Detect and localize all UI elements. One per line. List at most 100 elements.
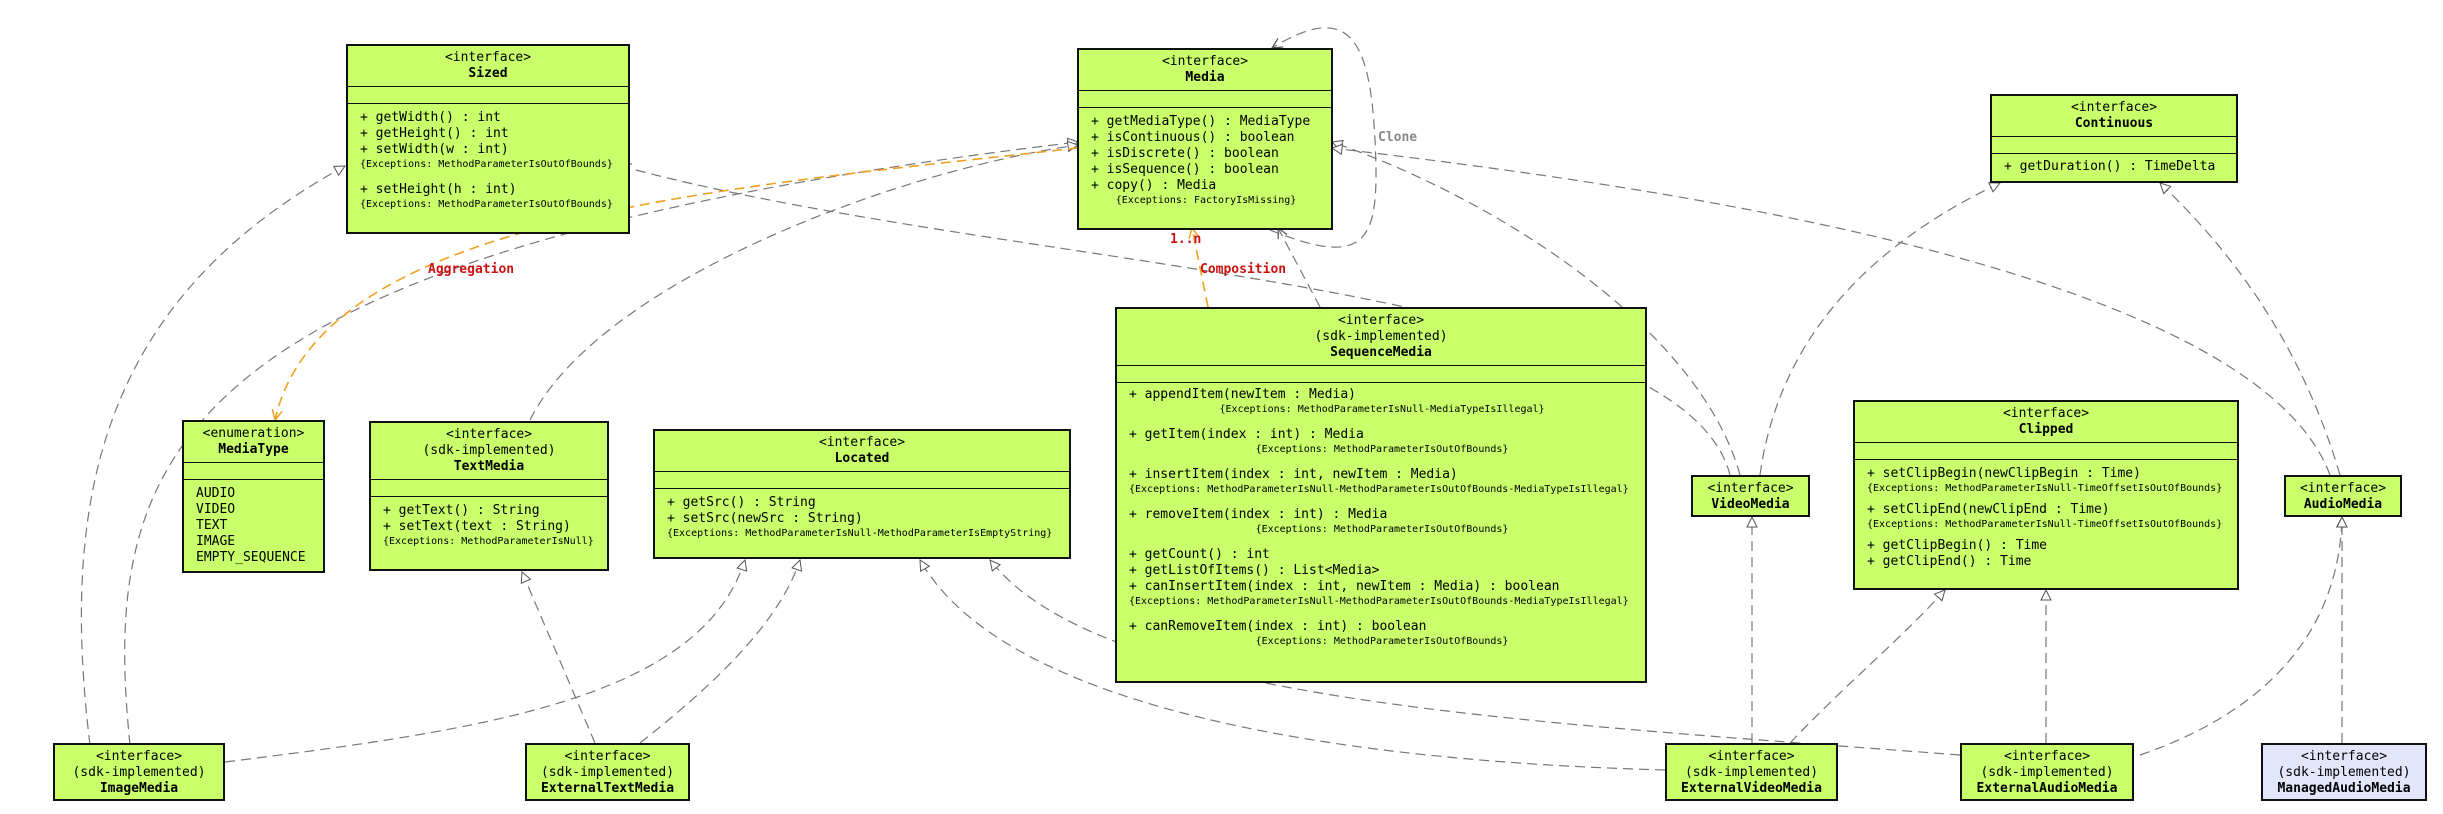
exceptions: {Exceptions: FactoryIsMissing} — [1115, 195, 1297, 206]
stereotype: <interface> — [1337, 313, 1425, 328]
class-imagemedia[interactable]: <interface> (sdk-implemented) ImageMedia — [53, 743, 225, 801]
method: + setClipEnd(newClipEnd : Time) — [1867, 502, 2110, 517]
multiplicity-label: 1..n — [1170, 232, 1202, 247]
exceptions: {Exceptions: MethodParameterIsNull} — [383, 536, 594, 547]
method: + isContinuous() : boolean — [1091, 130, 1295, 145]
class-mediatype[interactable]: <enumeration> MediaType AUDIO VIDEO TEXT… — [182, 420, 325, 573]
attributes-section — [348, 87, 628, 104]
method: + getMediaType() : MediaType — [1091, 114, 1311, 129]
method: + setText(text : String) — [383, 519, 571, 534]
class-header: <interface> VideoMedia — [1693, 477, 1808, 517]
class-name: Located — [834, 451, 890, 466]
class-name: Clipped — [2018, 422, 2074, 437]
exceptions: {Exceptions: MethodParameterIsNull-Media… — [1219, 404, 1545, 415]
class-continuous[interactable]: <interface> Continuous + getDuration() :… — [1990, 94, 2238, 183]
class-name: ExternalAudioMedia — [1976, 781, 2118, 796]
exceptions: {Exceptions: MethodParameterIsNull-Metho… — [1129, 484, 1629, 495]
class-clipped[interactable]: <interface> Clipped + setClipBegin(newCl… — [1853, 400, 2239, 590]
edge-audiomedia-media — [1332, 148, 2331, 476]
method: + getListOfItems() : List<Media> — [1129, 563, 1380, 578]
methods-section: + getMediaType() : MediaType + isContinu… — [1079, 108, 1331, 214]
exceptions: {Exceptions: MethodParameterIsOutOfBound… — [360, 199, 613, 210]
method: + getSrc() : String — [667, 495, 816, 510]
stereotype-2: (sdk-implemented) — [1314, 329, 1448, 344]
class-header: <interface> (sdk-implemented) TextMedia — [371, 423, 607, 480]
stereotype: <interface> — [445, 427, 533, 442]
stereotype: <interface> — [2070, 100, 2158, 115]
edge-imagemedia-media — [124, 142, 1078, 746]
method: + isSequence() : boolean — [1091, 162, 1279, 177]
attributes-section — [1992, 137, 2236, 154]
stereotype-2: (sdk-implemented) — [1980, 765, 2114, 780]
stereotype-2: (sdk-implemented) — [2277, 765, 2411, 780]
exceptions: {Exceptions: MethodParameterIsOutOfBound… — [1255, 524, 1509, 535]
stereotype-2: (sdk-implemented) — [1684, 765, 1819, 780]
attributes-section — [1117, 366, 1645, 383]
class-header: <interface> Media — [1079, 50, 1331, 91]
class-videomedia[interactable]: <interface> VideoMedia — [1691, 475, 1810, 517]
stereotype: <interface> — [444, 50, 532, 65]
enum-value: TEXT — [196, 518, 228, 533]
composition-label: Composition — [1200, 262, 1287, 277]
class-header: <interface> (sdk-implemented) ImageMedia — [55, 745, 223, 801]
class-name: Sized — [468, 66, 508, 81]
class-header: <interface> Sized — [348, 46, 628, 87]
aggregation-label: Aggregation — [428, 262, 515, 277]
stereotype: <interface> — [2002, 406, 2090, 421]
edge-imagemedia-located — [224, 560, 745, 763]
edge-media-clone-loop — [1269, 27, 1377, 248]
methods-section: + getSrc() : String + setSrc(newSrc : St… — [655, 489, 1069, 547]
edge-imagemedia-sized — [80, 166, 345, 746]
stereotype: <interface> — [2299, 481, 2387, 496]
class-textmedia[interactable]: <interface> (sdk-implemented) TextMedia … — [369, 421, 609, 571]
method: + removeItem(index : int) : Media — [1129, 507, 1388, 522]
class-located[interactable]: <interface> Located + getSrc() : String … — [653, 429, 1071, 559]
class-name: Media — [1185, 70, 1225, 85]
enum-value: VIDEO — [196, 502, 236, 517]
edge-externalaudiomedia-located — [990, 560, 1961, 756]
method: + getCount() : int — [1129, 547, 1270, 562]
stereotype: <interface> — [1708, 749, 1795, 764]
method: + copy() : Media — [1091, 178, 1217, 193]
class-media[interactable]: <interface> Media + getMediaType() : Med… — [1077, 48, 1333, 230]
class-sized[interactable]: <interface> Sized + getWidth() : int + g… — [346, 44, 630, 234]
stereotype-2: (sdk-implemented) — [72, 765, 206, 780]
method: + getWidth() : int — [360, 110, 501, 125]
attributes-section — [655, 472, 1069, 489]
stereotype: <interface> — [564, 749, 651, 764]
class-externalaudiomedia[interactable]: <interface> (sdk-implemented) ExternalAu… — [1960, 743, 2134, 801]
class-name: ManagedAudioMedia — [2277, 781, 2411, 796]
method: + setClipBegin(newClipBegin : Time) — [1867, 466, 2141, 481]
class-header: <interface> (sdk-implemented) SequenceMe… — [1117, 309, 1645, 366]
class-header: <interface> (sdk-implemented) ManagedAud… — [2263, 745, 2425, 801]
method: + canInsertItem(index : int, newItem : M… — [1129, 579, 1560, 594]
class-externaltextmedia[interactable]: <interface> (sdk-implemented) ExternalTe… — [525, 743, 690, 801]
class-audiomedia[interactable]: <interface> AudioMedia — [2284, 475, 2402, 517]
method: + setHeight(h : int) — [360, 182, 517, 197]
methods-section: + setClipBegin(newClipBegin : Time) {Exc… — [1855, 460, 2237, 576]
class-name: TextMedia — [453, 459, 525, 474]
edge-videomedia-continuous — [1759, 183, 2000, 476]
class-header: <interface> (sdk-implemented) ExternalTe… — [527, 745, 688, 801]
exceptions: {Exceptions: MethodParameterIsNull-Metho… — [667, 528, 1053, 539]
attributes-section — [1079, 91, 1331, 108]
class-managedaudiomedia[interactable]: <interface> (sdk-implemented) ManagedAud… — [2261, 743, 2427, 801]
class-externalvideomedia[interactable]: <interface> (sdk-implemented) ExternalVi… — [1665, 743, 1838, 801]
methods-section: + appendItem(newItem : Media) {Exception… — [1117, 383, 1645, 655]
class-header: <interface> Located — [655, 431, 1069, 472]
class-name: ExternalTextMedia — [540, 781, 675, 796]
enum-value: AUDIO — [196, 486, 236, 501]
class-name: ExternalVideoMedia — [1681, 781, 1822, 796]
stereotype: <enumeration> — [202, 426, 305, 441]
method: + getDuration() : TimeDelta — [2004, 159, 2216, 174]
class-sequencemedia[interactable]: <interface> (sdk-implemented) SequenceMe… — [1115, 307, 1647, 683]
edge-composition-sequencemedia — [1192, 228, 1209, 308]
class-name: VideoMedia — [1711, 497, 1790, 512]
class-header: <interface> Continuous — [1992, 96, 2236, 137]
class-name: ImageMedia — [99, 781, 179, 796]
method: + canRemoveItem(index : int) : boolean — [1129, 619, 1427, 634]
edge-externaltextmedia-textmedia — [522, 572, 596, 744]
attributes-section — [1855, 443, 2237, 460]
method: + getHeight() : int — [360, 126, 509, 141]
